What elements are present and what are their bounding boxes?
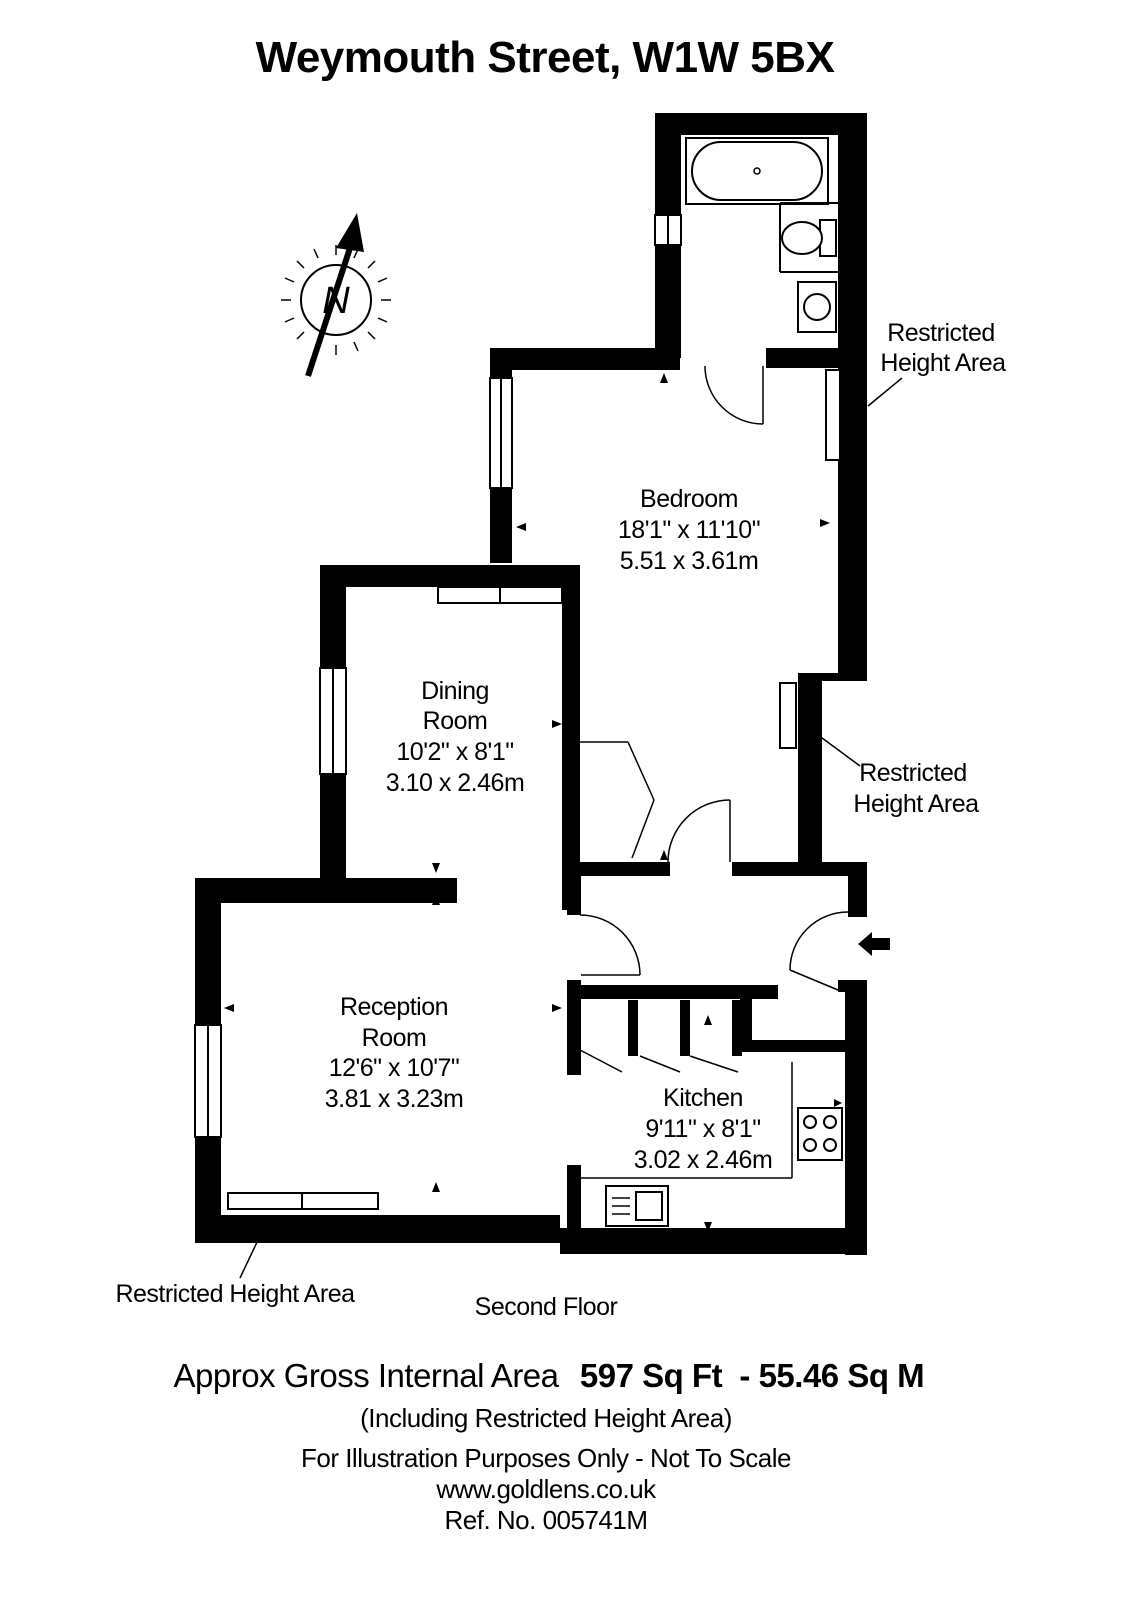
svg-text:Height Area: Height Area (853, 790, 979, 818)
toilet-icon (779, 202, 838, 273)
restricted-label-mid: Restricted Height Area (817, 734, 980, 818)
area-label: Approx Gross Internal Area (173, 1357, 559, 1394)
room-dining: Dining Room 10'2" x 8'1" 3.10 x 2.46m (386, 677, 525, 797)
windows (194, 214, 841, 1210)
sink-icon (605, 1185, 669, 1227)
room-imperial: 9'11" x 8'1" (645, 1115, 760, 1143)
svg-text:Restricted Height Area: Restricted Height Area (115, 1280, 355, 1308)
room-name: Room (362, 1024, 427, 1052)
basin-icon (797, 281, 837, 333)
room-metric: 5.51 x 3.61m (620, 547, 759, 575)
compass-icon: N (281, 213, 391, 377)
room-imperial: 12'6" x 10'7" (329, 1054, 460, 1082)
room-metric: 3.81 x 3.23m (325, 1085, 464, 1113)
bath-icon (685, 137, 829, 205)
room-name: Bedroom (640, 485, 738, 513)
website-link[interactable]: www.goldlens.co.uk (435, 1474, 657, 1504)
room-imperial: 10'2" x 8'1" (396, 738, 513, 766)
room-bedroom: Bedroom 18'1" x 11'10" 5.51 x 3.61m (618, 485, 761, 575)
room-name: Dining (421, 677, 489, 705)
dimension-markers (224, 373, 842, 1232)
walls (195, 113, 867, 1255)
svg-text:Restricted: Restricted (887, 319, 995, 347)
floor-label: Second Floor (475, 1293, 618, 1321)
entrance-arrow-icon (858, 932, 890, 956)
area-value: 597 Sq Ft - 55.46 Sq M (580, 1357, 924, 1394)
room-name: Room (423, 707, 488, 735)
disclaimer: For Illustration Purposes Only - Not To … (301, 1443, 791, 1473)
restricted-label-bottom: Restricted Height Area (115, 1239, 356, 1308)
plan-title: Weymouth Street, W1W 5BX (256, 33, 835, 82)
reference-number: Ref. No. 005741M (444, 1505, 647, 1535)
room-kitchen: Kitchen 9'11" x 8'1" 3.02 x 2.46m (634, 1084, 773, 1174)
doors (579, 365, 849, 1073)
hob-icon (797, 1107, 843, 1161)
svg-text:Height Area: Height Area (880, 349, 1006, 377)
room-reception: Reception Room 12'6" x 10'7" 3.81 x 3.23… (325, 993, 464, 1113)
room-metric: 3.10 x 2.46m (386, 769, 525, 797)
area-note: (Including Restricted Height Area) (360, 1403, 732, 1433)
room-name: Reception (340, 993, 448, 1021)
room-name: Kitchen (663, 1084, 743, 1112)
restricted-label-top: Restricted Height Area (867, 319, 1007, 407)
room-imperial: 18'1" x 11'10" (618, 516, 760, 544)
cupboard-partitions (628, 1000, 742, 1056)
room-metric: 3.02 x 2.46m (634, 1146, 773, 1174)
svg-text:Restricted: Restricted (859, 759, 967, 787)
kitchen-worktop (580, 1062, 793, 1179)
compass-label: N (322, 280, 350, 322)
